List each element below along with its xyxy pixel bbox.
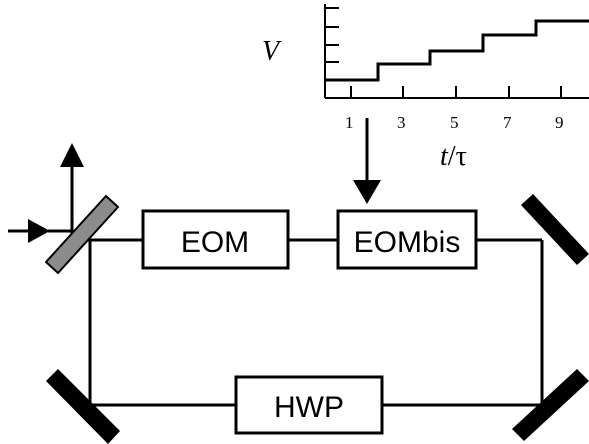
inset-xtick-label: 5 [450,113,459,132]
inset-xtick-label: 1 [345,113,354,132]
eombis-label: EOMbis [354,226,461,259]
inset-xtick-label: 7 [503,113,512,132]
mirror-bottom-right [512,369,589,441]
inset-xtick-label: 3 [397,113,406,132]
control-signal-arrow [353,118,381,204]
inset-xtick-label: 9 [555,113,564,132]
input-arrow [8,219,72,243]
output-arrow-up [60,143,84,240]
mirror-bottom-left [46,369,120,444]
eom-label: EOM [181,226,249,259]
inset-xlabel-tau: τ [456,141,467,172]
mirror-top-right [521,194,589,265]
eom-box: EOM [141,209,290,270]
inset-xlabel-slash: / [448,141,456,172]
inset-xlabel: t/τ [440,141,467,172]
voltage-staircase-line [325,19,589,82]
beam-path [80,238,544,407]
beam-splitter [44,194,120,275]
inset-plot: V 1 3 5 7 9 t/τ [262,4,589,172]
hwp-label: HWP [274,391,344,424]
eombis-box: EOMbis [336,209,478,270]
hwp-box: HWP [234,375,384,435]
inset-ylabel: V [262,36,282,67]
inset-xlabel-t: t [440,141,449,172]
